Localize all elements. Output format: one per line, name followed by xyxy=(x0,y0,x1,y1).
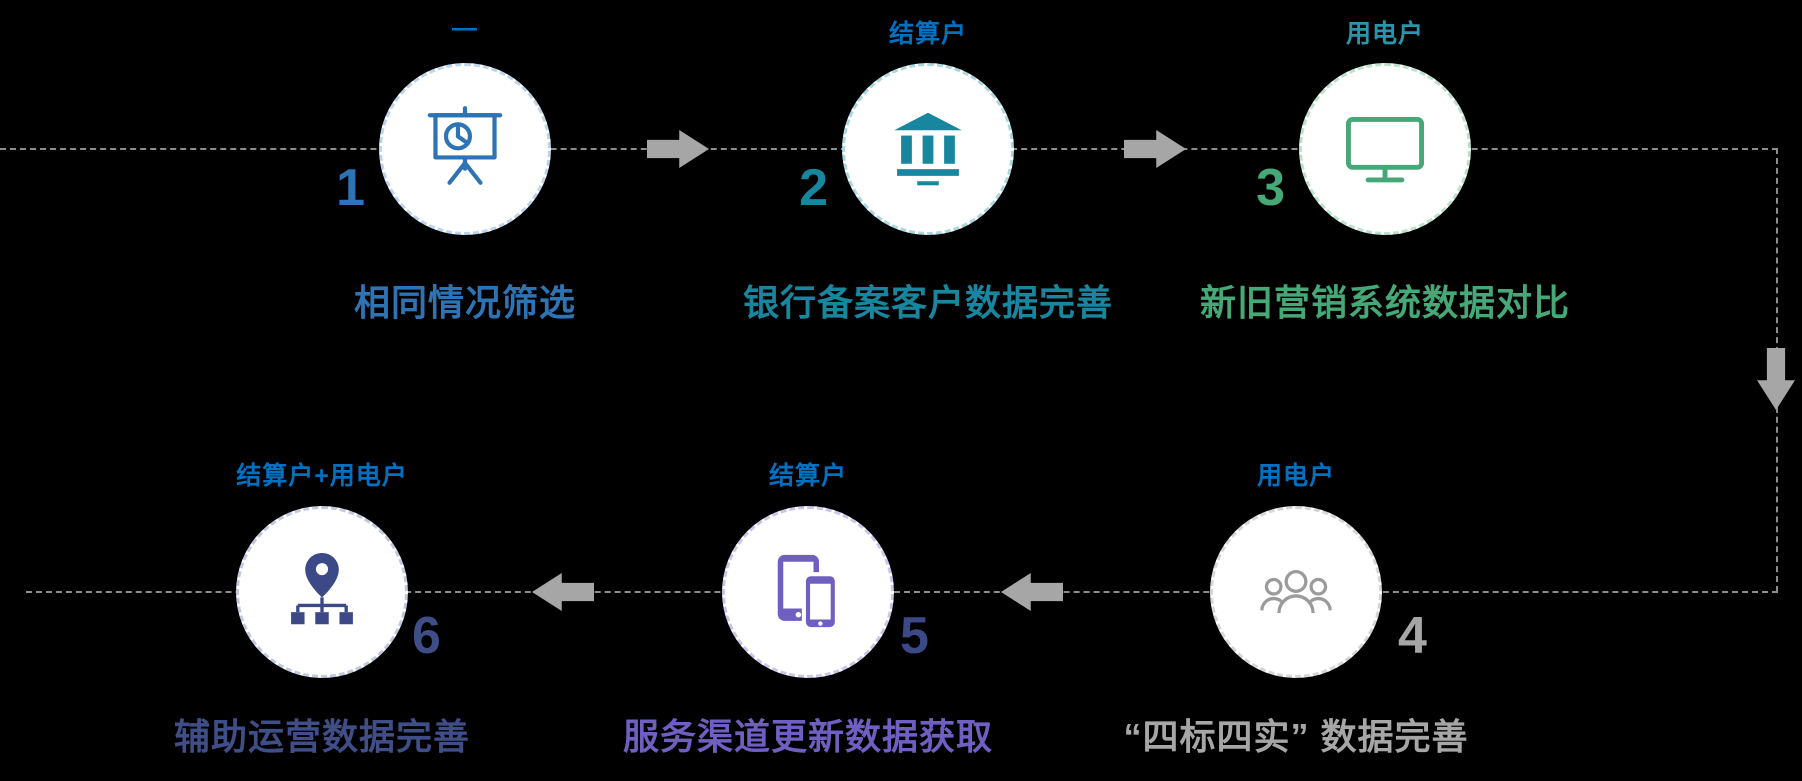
step3-label: 新旧营销系统数据对比 xyxy=(1199,282,1570,323)
step5-tag: 结算户 xyxy=(768,462,847,490)
step5-label: 服务渠道更新数据获取 xyxy=(622,716,993,757)
mobile-devices-icon xyxy=(777,554,839,632)
step2-circle xyxy=(842,63,1014,235)
step6-label: 辅助运营数据完善 xyxy=(173,716,470,757)
step4-circle xyxy=(1210,506,1382,678)
step5-number: 5 xyxy=(900,607,929,665)
user-group-icon xyxy=(1260,570,1332,614)
step3-circle xyxy=(1299,63,1471,235)
step4-label: “四标四实” 数据完善 xyxy=(1123,716,1469,757)
step4-tag: 用电户 xyxy=(1256,462,1335,490)
monitor-icon xyxy=(1345,117,1425,183)
step6-tag: 结算户+用电户 xyxy=(236,462,408,490)
flow-arrow-step2-step3 xyxy=(1124,130,1186,168)
step1-tag: — xyxy=(452,14,478,42)
step1-circle xyxy=(379,63,551,235)
step4-number: 4 xyxy=(1398,607,1427,665)
map-pin-network-icon xyxy=(291,553,353,625)
step2-tag: 结算户 xyxy=(888,20,967,48)
step6-circle xyxy=(236,506,408,678)
step3-tag: 用电户 xyxy=(1345,20,1424,48)
step3-number: 3 xyxy=(1256,159,1285,217)
flow-arrow-step1-step2 xyxy=(647,130,709,168)
step2-number: 2 xyxy=(799,159,828,217)
flow-arrow-step3-step4 xyxy=(1757,348,1795,410)
flow-arrow-step4-step5 xyxy=(1001,573,1063,611)
step1-number: 1 xyxy=(336,159,365,217)
step2-label: 银行备案客户数据完善 xyxy=(742,282,1113,323)
step5-circle xyxy=(722,506,894,678)
flow-line-bottom xyxy=(26,591,1778,593)
step1-label: 相同情况筛选 xyxy=(353,282,576,323)
step6-number: 6 xyxy=(412,607,441,665)
flow-arrow-step5-step6 xyxy=(532,573,594,611)
bank-icon xyxy=(894,112,962,186)
presentation-chart-icon xyxy=(427,106,503,185)
